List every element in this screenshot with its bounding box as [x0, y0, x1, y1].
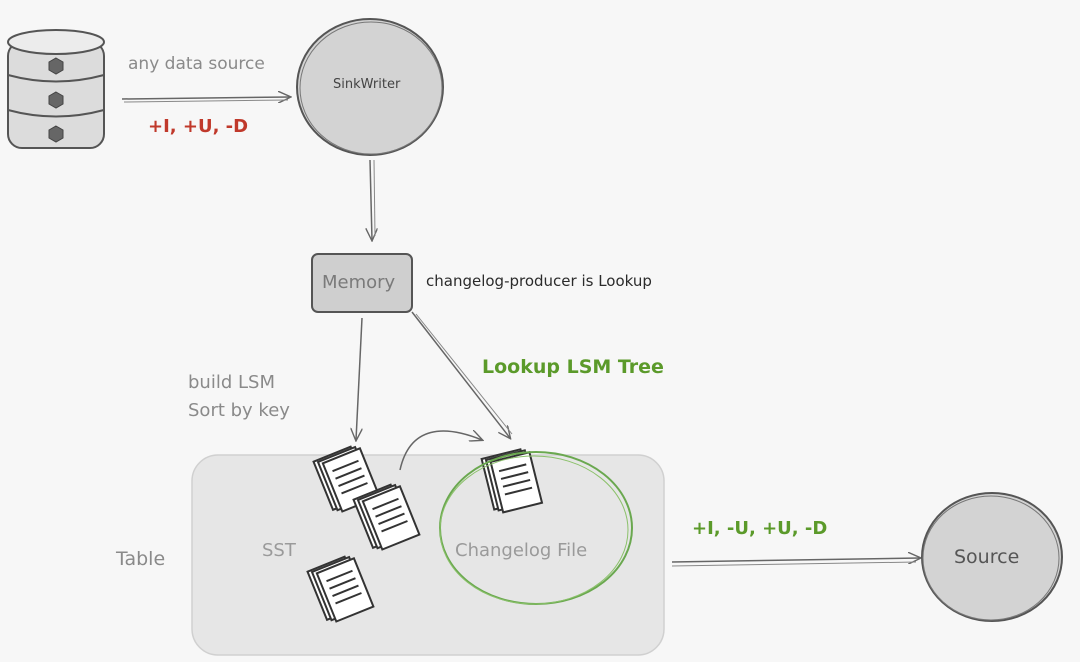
table-container	[191, 454, 665, 656]
arrow-sinkwriter-to-memory	[370, 159, 375, 240]
sink-ops-label: +I, +U, -D	[148, 116, 249, 137]
sst-document-icon-3	[306, 555, 375, 623]
sst-document-icon-1	[312, 445, 381, 513]
source-node	[921, 492, 1063, 622]
source-label: Source	[954, 546, 1020, 568]
arrow-table-to-source	[671, 558, 920, 567]
sst-label: SST	[262, 540, 296, 561]
sinkwriter-label: SinkWriter	[333, 77, 401, 92]
arrow-memory-to-changelog	[411, 311, 513, 438]
arrow-db-to-sinkwriter	[121, 97, 290, 102]
sst-document-icon-2	[352, 483, 421, 551]
arrow-sst-to-changelog	[399, 431, 482, 471]
lookup-lsm-tree-label: Lookup LSM Tree	[482, 356, 664, 378]
build-lsm-label: build LSM	[188, 372, 275, 393]
arrow-memory-to-sst	[356, 317, 363, 440]
memory-label: Memory	[322, 272, 396, 293]
memory-node	[311, 253, 413, 313]
changelog-file-label: Changelog File	[455, 540, 588, 561]
sinkwriter-node	[296, 18, 444, 156]
table-label: Table	[116, 548, 166, 570]
sort-by-key-label: Sort by key	[188, 400, 290, 421]
changelog-document-icon	[480, 448, 544, 514]
changelog-producer-label: changelog-producer is Lookup	[426, 272, 652, 290]
database-icon	[7, 29, 105, 149]
source-ops-label: +I, -U, +U, -D	[692, 518, 828, 539]
changelog-highlight-circle	[439, 451, 633, 605]
any-data-source-label: any data source	[128, 54, 265, 74]
